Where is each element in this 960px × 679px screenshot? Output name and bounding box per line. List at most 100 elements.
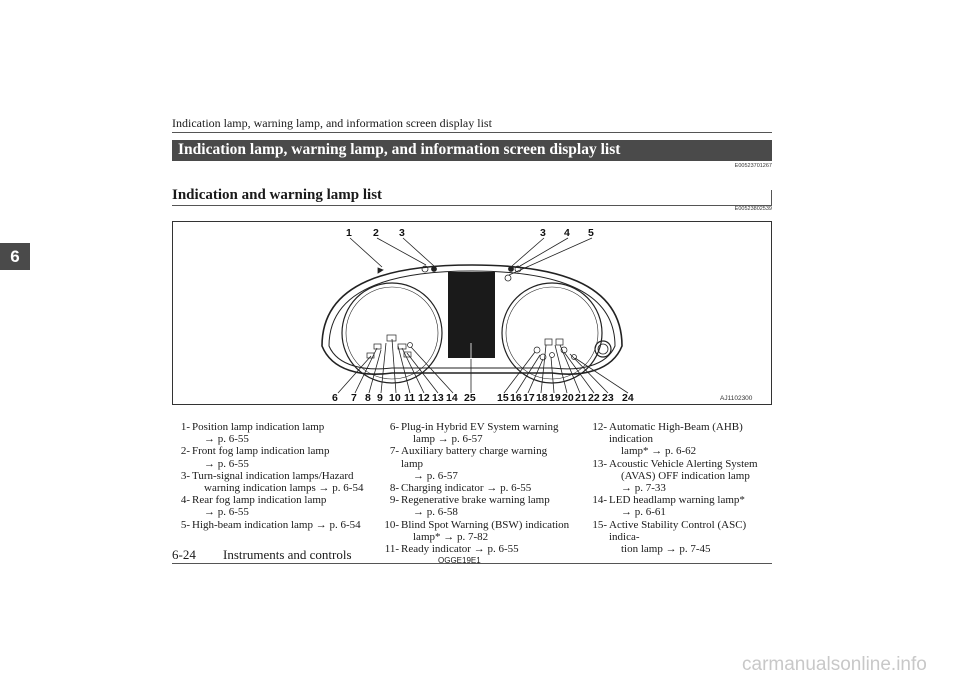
item-text-continued: lamp* → p. 7-82 [413, 530, 489, 543]
item-number: 6- [389, 421, 399, 433]
header-rule [172, 132, 772, 133]
callout-9: 9 [377, 392, 383, 404]
footer-rule [172, 563, 772, 564]
item-text-continued: lamp* → p. 6-62 [621, 445, 697, 458]
item-number: 13- [592, 457, 607, 470]
item-number: 15- [592, 518, 607, 531]
item-number: 2- [180, 445, 190, 458]
item-text: Auxiliary battery charge warning lamp [401, 445, 548, 470]
item-number: 11- [384, 543, 399, 556]
callout-22: 22 [588, 392, 600, 404]
item-page-ref: → p. 6-55 [204, 433, 249, 446]
item-text: Front fog lamp indication lamp [192, 445, 330, 458]
center-display [448, 272, 495, 358]
list-item: 2-Front fog lamp indication lamp→ p. 6-5… [172, 445, 372, 469]
item-number: 14- [592, 494, 607, 507]
top-callouts: 1 2 3 3 4 5 [346, 227, 594, 239]
section-title: Indication lamp, warning lamp, and infor… [178, 141, 621, 158]
callout-15: 15 [497, 392, 509, 404]
item-page-ref: → p. 7-33 [621, 482, 666, 495]
cluster-outline [321, 264, 623, 375]
item-text: Blind Spot Warning (BSW) indication [401, 518, 570, 531]
callout-3b: 3 [540, 227, 546, 239]
cluster-knob [594, 340, 612, 358]
callout-8: 8 [365, 392, 371, 404]
title-code: E00523701267 [734, 163, 772, 169]
list-item: 14-LED headlamp warning lamp*→ p. 6-61 [583, 494, 778, 518]
item-number: 4- [180, 494, 190, 507]
bottom-callouts: 6 7 8 9 10 11 12 13 14 25 15 16 17 18 19… [332, 392, 634, 404]
subsection-rule [172, 205, 772, 206]
callout-24: 24 [622, 392, 634, 404]
callout-12: 12 [418, 392, 430, 404]
item-text: High-beam indication lamp → p. 6-54 [192, 518, 361, 531]
subtitle-code: E00523802539 [734, 206, 772, 212]
running-head: Indication lamp, warning lamp, and infor… [172, 116, 492, 130]
lower-right-indicator-icons [533, 338, 577, 361]
item-page-ref: → p. 6-57 [413, 469, 458, 482]
figure-id: AJ1102300 [720, 395, 753, 402]
callout-5: 5 [588, 227, 594, 239]
item-page-ref: → p. 6-61 [621, 506, 666, 519]
callout-17: 17 [523, 392, 535, 404]
instrument-cluster-figure: 1 2 3 3 4 5 [172, 221, 772, 405]
right-gauge [501, 282, 603, 384]
item-text-continued: lamp → p. 6-57 [413, 433, 483, 446]
callout-18: 18 [536, 392, 548, 404]
item-text: Automatic High-Beam (AHB) indication [609, 421, 743, 446]
item-text: Turn-signal indication lamps/Hazard [192, 469, 354, 482]
item-number: 10- [384, 518, 399, 531]
callout-21: 21 [575, 392, 587, 404]
item-page-ref: → p. 6-58 [413, 506, 458, 519]
callout-23: 23 [602, 392, 614, 404]
callout-7: 7 [351, 392, 357, 404]
item-text: Charging indicator → p. 6-55 [401, 482, 532, 495]
list-item: 11-Ready indicator → p. 6-55 [375, 543, 570, 555]
item-page-ref: → p. 6-55 [204, 457, 249, 470]
item-number: 12- [592, 421, 607, 433]
left-gauge [341, 282, 443, 384]
item-text: Position lamp indication lamp [192, 421, 325, 433]
callout-25: 25 [464, 392, 476, 404]
item-page-ref: → p. 6-55 [204, 506, 249, 519]
cluster-inner-outline [328, 270, 616, 370]
item-number: 8- [389, 482, 399, 495]
callout-3: 3 [399, 227, 405, 239]
footer-document-code: OGGE19E1 [438, 556, 481, 565]
item-text-continued: tion lamp → p. 7-45 [621, 543, 711, 556]
callout-1: 1 [346, 227, 352, 239]
callout-11: 11 [404, 392, 415, 404]
item-text: Plug-in Hybrid EV System warning [401, 421, 559, 433]
callout-2: 2 [373, 227, 379, 239]
item-text-continued: (AVAS) OFF indication lamp [621, 469, 750, 482]
item-list-column-1: 1-Position lamp indication lamp→ p. 6-55… [172, 421, 372, 531]
item-text: Rear fog lamp indication lamp [192, 494, 327, 507]
top-leader-lines [349, 237, 593, 276]
list-item: 13-Acoustic Vehicle Alerting System(AVAS… [583, 458, 778, 495]
item-number: 9- [389, 494, 399, 507]
page-number: 6-24 [172, 547, 196, 562]
bottom-leader-lines [337, 338, 629, 394]
callout-14: 14 [446, 392, 458, 404]
callout-20: 20 [562, 392, 574, 404]
callout-13: 13 [432, 392, 444, 404]
chapter-tab: 6 [0, 243, 30, 270]
callout-6: 6 [332, 392, 338, 404]
list-item: 15-Active Stability Control (ASC) indica… [583, 519, 778, 556]
callout-4: 4 [564, 227, 570, 239]
item-text: Regenerative brake warning lamp [401, 494, 550, 507]
list-item: 4-Rear fog lamp indication lamp→ p. 6-55 [172, 494, 372, 518]
top-indicator-icons [377, 265, 522, 282]
item-text: Active Stability Control (ASC) indica- [609, 518, 747, 543]
subsection-rule-end [771, 190, 772, 206]
list-item: 7-Auxiliary battery charge warning lamp→… [375, 445, 570, 482]
list-item: 9-Regenerative brake warning lamp→ p. 6-… [375, 494, 570, 518]
item-number: 7- [389, 445, 399, 458]
callout-19: 19 [549, 392, 561, 404]
item-number: 3- [180, 469, 190, 482]
